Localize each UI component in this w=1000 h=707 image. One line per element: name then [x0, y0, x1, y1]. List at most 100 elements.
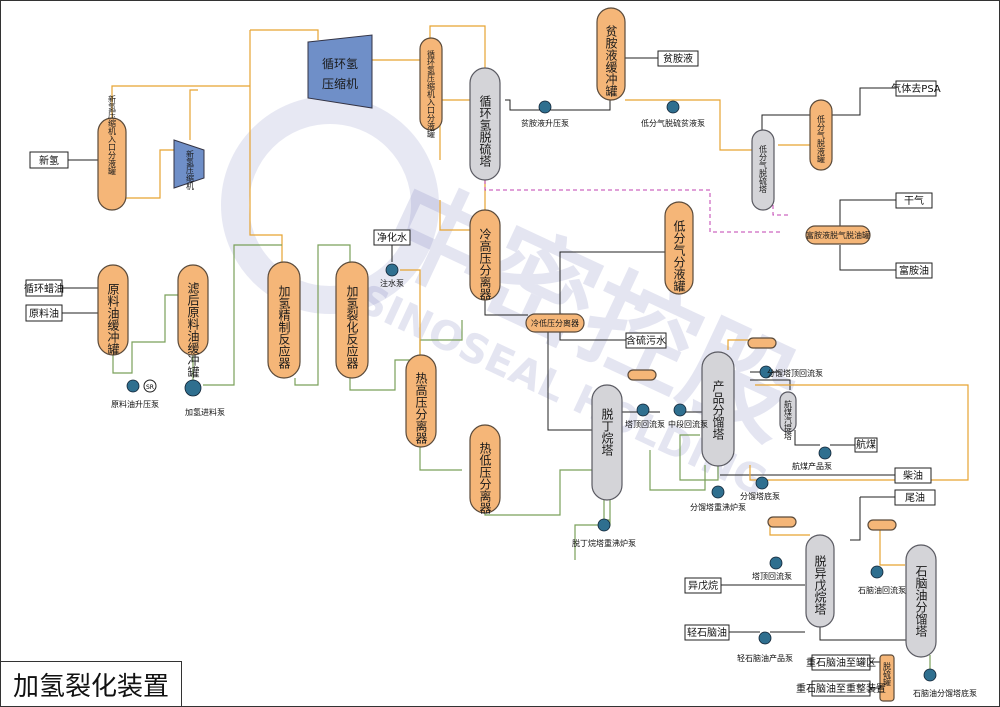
stream-feed-oil: 原料油	[25, 304, 63, 322]
svg-text:原料油升压泵: 原料油升压泵	[111, 399, 159, 409]
svg-text:冷高压分离器: 冷高压分离器	[478, 228, 492, 301]
pump-frac-top-reflux: 分馏塔顶回流泵	[759, 365, 823, 379]
vessel-hot-hp-sep: 热高压分离器	[405, 354, 437, 448]
vessel-filtered-feed: 滤后原料油缓冲罐	[177, 264, 209, 379]
vessel-lowp-gas-sep: 低分气分液罐	[664, 201, 694, 295]
reactor-hydrotreat: 加氢精制反应器	[267, 261, 301, 379]
stream-heavy-naphtha-reform: 重石脑油至重整装置	[796, 680, 886, 697]
vessel-sulfur-tank: 脱硫罐	[879, 654, 895, 702]
svg-text:分馏塔顶回流泵: 分馏塔顶回流泵	[767, 368, 823, 378]
tower-debutanizer: 脱丁烷塔	[591, 369, 657, 501]
svg-text:中段回流泵: 中段回流泵	[668, 419, 708, 429]
stream-diesel: 柴油	[894, 467, 932, 484]
svg-text:热高压分离器: 热高压分离器	[414, 372, 428, 445]
tower-lowp-desulf: 低分气脱硫塔	[751, 129, 775, 211]
stream-rich-amine-oil: 富胺油	[895, 262, 933, 279]
reactor-hydrocrack: 加氢裂化反应器	[335, 261, 369, 379]
pumps: SR 原料油升压泵 加氢进料泵 注水泵 贫胺液升压泵 低分气脱硫贫液泵 塔顶回流泵…	[111, 100, 977, 698]
svg-text:脱异戊烷塔: 脱异戊烷塔	[813, 554, 827, 616]
svg-text:含硫污水: 含硫污水	[626, 334, 666, 347]
vessel-rich-amine-drum: 贫胺液缓冲罐	[596, 7, 626, 101]
svg-text:冷低压分离器: 冷低压分离器	[531, 318, 579, 328]
svg-text:石脑油回流泵: 石脑油回流泵	[858, 585, 906, 595]
pump-water-inject: 注水泵	[380, 263, 404, 288]
pump-light-naphtha-product: 轻石脑油产品泵	[737, 631, 793, 663]
svg-text:异戊烷: 异戊烷	[688, 579, 718, 592]
pump-kero-product: 航煤产品泵	[792, 446, 832, 471]
svg-text:柴油: 柴油	[903, 469, 923, 482]
svg-text:气体去PSA: 气体去PSA	[891, 82, 941, 95]
tower-deisopentanizer: 脱异戊烷塔	[767, 516, 835, 628]
svg-text:轻石脑油: 轻石脑油	[687, 626, 727, 639]
svg-text:加氢进料泵: 加氢进料泵	[185, 407, 225, 417]
svg-text:航煤产品泵: 航煤产品泵	[792, 461, 832, 471]
pump-feed-boost: SR 原料油升压泵	[111, 379, 159, 409]
pump-debut-top-reflux: 塔顶回流泵	[625, 403, 665, 429]
pump-lowp-lean-amine: 低分气脱硫贫液泵	[641, 100, 705, 128]
svg-text:低分气脱硫贫液泵: 低分气脱硫贫液泵	[641, 118, 705, 128]
svg-text:重石脑油至罐区: 重石脑油至罐区	[806, 656, 876, 669]
stream-heavy-naphtha-tank: 重石脑油至罐区	[806, 654, 876, 671]
stream-new-h2: 新氢	[29, 151, 69, 169]
stream-purified-water: 净化水	[373, 229, 411, 246]
svg-text:尾油: 尾油	[905, 491, 925, 504]
pump-frac-bottom: 分馏塔底泵	[740, 476, 780, 501]
svg-text:富胺液脱气脱油罐: 富胺液脱气脱油罐	[806, 230, 870, 240]
svg-text:加氢精制反应器: 加氢精制反应器	[277, 285, 291, 370]
stream-aviation: 航煤	[854, 437, 878, 453]
svg-text:循环蜡油: 循环蜡油	[24, 282, 64, 295]
stream-light-naphtha: 轻石脑油	[684, 624, 730, 641]
tower-naphtha-splitter: 石脑油分馏塔	[867, 519, 937, 658]
pump-frac-reboiler: 分馏塔重沸炉泵	[690, 485, 746, 512]
stream-tail-oil: 尾油	[894, 489, 936, 506]
svg-text:分馏塔底泵: 分馏塔底泵	[740, 491, 780, 501]
stream-boxes: 新氢 循环蜡油 原料油 净化水 贫胺液 气体去PSA 干气 富胺油 含硫污水 航…	[24, 50, 941, 697]
vessel-recycle-comp-drum: 循环氢压缩机入口分液罐	[419, 37, 443, 139]
pump-mid-reflux: 中段回流泵	[668, 403, 708, 429]
vessel-new-h2-drum: 新氢压缩机入口分液罐	[97, 94, 127, 211]
svg-text:SR: SR	[146, 384, 154, 391]
vessel-cold-hp-sep: 冷高压分离器	[469, 209, 501, 301]
svg-text:贫胺液升压泵: 贫胺液升压泵	[521, 118, 569, 128]
svg-text:脱硫罐: 脱硫罐	[883, 661, 892, 687]
pump-dip-top-reflux: 塔顶回流泵	[752, 556, 792, 581]
stream-isopentane: 异戊烷	[684, 577, 722, 594]
svg-text:滤后原料油缓冲罐: 滤后原料油缓冲罐	[186, 282, 200, 379]
tower-recycle-desulf: 循环氢脱硫塔	[469, 67, 501, 181]
svg-text:加氢裂化反应器: 加氢裂化反应器	[345, 285, 359, 370]
pump-debut-reboiler: 脱丁烷塔重沸炉泵	[572, 518, 636, 548]
vessel-cold-lp-sep: 冷低压分离器	[525, 313, 585, 333]
stream-dry-gas: 干气	[895, 192, 933, 209]
svg-text:贫胺液: 贫胺液	[663, 52, 693, 65]
svg-text:分馏塔重沸炉泵: 分馏塔重沸炉泵	[690, 502, 746, 512]
svg-text:新氢: 新氢	[39, 154, 59, 167]
svg-text:循环氢: 循环氢	[322, 56, 358, 71]
svg-text:原料油: 原料油	[29, 307, 59, 320]
svg-text:塔顶回流泵: 塔顶回流泵	[752, 571, 792, 581]
svg-text:贫胺液缓冲罐: 贫胺液缓冲罐	[604, 24, 618, 98]
diagram-title: 加氢裂化装置	[0, 661, 182, 707]
svg-text:净化水: 净化水	[377, 231, 407, 244]
svg-text:航煤: 航煤	[856, 438, 876, 451]
pump-naphtha-bottom: 石脑油分馏塔底泵	[913, 668, 977, 698]
svg-text:产品分馏塔: 产品分馏塔	[711, 380, 725, 441]
svg-text:原料油缓冲罐: 原料油缓冲罐	[106, 283, 120, 356]
stream-lean-amine: 贫胺液	[657, 50, 699, 67]
svg-text:富胺油: 富胺油	[899, 264, 929, 277]
svg-text:低分气分液罐: 低分气分液罐	[672, 220, 686, 293]
pump-feed-charge: 加氢进料泵	[184, 379, 225, 417]
svg-text:脱丁烷塔重沸炉泵: 脱丁烷塔重沸炉泵	[572, 538, 636, 548]
vessel-rich-amine-flash: 富胺液脱气脱油罐	[805, 225, 871, 245]
svg-text:新氢压缩机: 新氢压缩机	[186, 149, 195, 191]
svg-text:热低压分离器: 热低压分离器	[478, 442, 492, 515]
svg-text:轻石脑油产品泵: 轻石脑油产品泵	[737, 653, 793, 663]
vessel-feed-buffer: 原料油缓冲罐	[97, 264, 129, 356]
stream-gas-psa: 气体去PSA	[891, 80, 941, 97]
compressor-new-h2: 新氢压缩机	[173, 139, 205, 191]
svg-text:新氢压缩机入口分液罐: 新氢压缩机入口分液罐	[108, 94, 117, 176]
tower-kero-stripper: 航煤汽提塔	[779, 391, 797, 441]
svg-text:循环氢脱硫塔: 循环氢脱硫塔	[478, 95, 492, 168]
svg-text:干气: 干气	[904, 194, 924, 207]
svg-text:低分气脱硫塔: 低分气脱硫塔	[759, 144, 768, 194]
